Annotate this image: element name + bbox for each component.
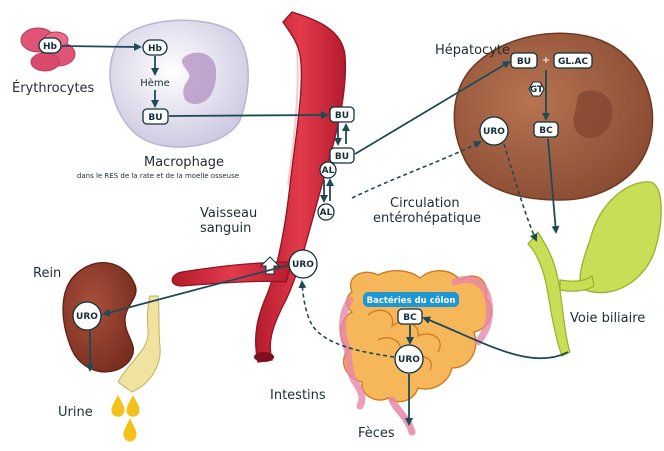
svg-text:URO: URO [292, 260, 314, 270]
bc-colon-node: BC [398, 309, 422, 324]
svg-text:BU: BU [517, 57, 531, 67]
svg-text:BU: BU [335, 111, 349, 121]
svg-text:BU: BU [148, 113, 162, 123]
urine-drops [111, 395, 139, 442]
svg-text:Hb: Hb [43, 42, 58, 52]
svg-text:BU: BU [335, 152, 349, 162]
vessel-label-2: sanguin [200, 221, 251, 236]
svg-text:BC: BC [539, 126, 553, 136]
bu-hep-node: BU [511, 53, 537, 68]
bc-hep-node: BC [534, 122, 558, 137]
kidney-label: Rein [33, 266, 61, 281]
hb-macro-node: Hb [143, 40, 167, 55]
vessel-label-1: Vaisseau [200, 206, 257, 221]
gt-node: GT [529, 82, 544, 96]
al-2-node: AL [318, 204, 334, 220]
uro-colon-node: URO [395, 345, 423, 373]
hepatocyte-label: Hépatocyte [435, 43, 510, 58]
bile-duct-label: Voie biliaire [570, 311, 645, 326]
svg-text:AL: AL [322, 166, 335, 176]
svg-text:URO: URO [398, 355, 420, 365]
plus-sign: + [542, 55, 550, 66]
uro-hep-node: URO [480, 117, 508, 145]
bacteria-badge: Bactéries du côlon [363, 292, 459, 307]
heme-label: Hème [140, 77, 170, 89]
svg-text:Bactéries du côlon: Bactéries du côlon [367, 295, 456, 306]
svg-text:BC: BC [403, 313, 417, 323]
bu-vessel-2-node: BU [330, 148, 354, 163]
gallbladder [528, 182, 661, 356]
svg-text:AL: AL [320, 208, 333, 218]
macrophage-label: Macrophage [144, 155, 224, 170]
macrophage-cell [110, 20, 248, 147]
uro-kidney-node: URO [73, 302, 101, 330]
svg-text:URO: URO [76, 312, 98, 322]
intestines-label: Intestins [270, 388, 326, 403]
svg-text:Hb: Hb [148, 44, 163, 54]
svg-text:GT: GT [530, 85, 544, 95]
macrophage-sublabel: dans le RES de la rate et de la moelle o… [77, 172, 239, 180]
svg-text:URO: URO [483, 127, 505, 137]
uro-vessel-node: URO [289, 250, 317, 278]
svg-text:GL.AC: GL.AC [558, 57, 589, 67]
al-1-node: AL [320, 162, 336, 178]
circulation-label-2: entérohépatique [373, 211, 481, 226]
bu-vessel-1-node: BU [330, 107, 354, 122]
glac-node: GL.AC [554, 53, 592, 68]
hb-rbc-node: Hb [39, 38, 61, 53]
urine-label: Urine [58, 405, 93, 420]
feces-label: Fèces [358, 426, 395, 441]
kidney [63, 263, 160, 392]
erythrocytes-label: Érythrocytes [12, 80, 95, 96]
circulation-label-1: Circulation [390, 196, 460, 211]
bu-macro-node: BU [143, 109, 168, 124]
